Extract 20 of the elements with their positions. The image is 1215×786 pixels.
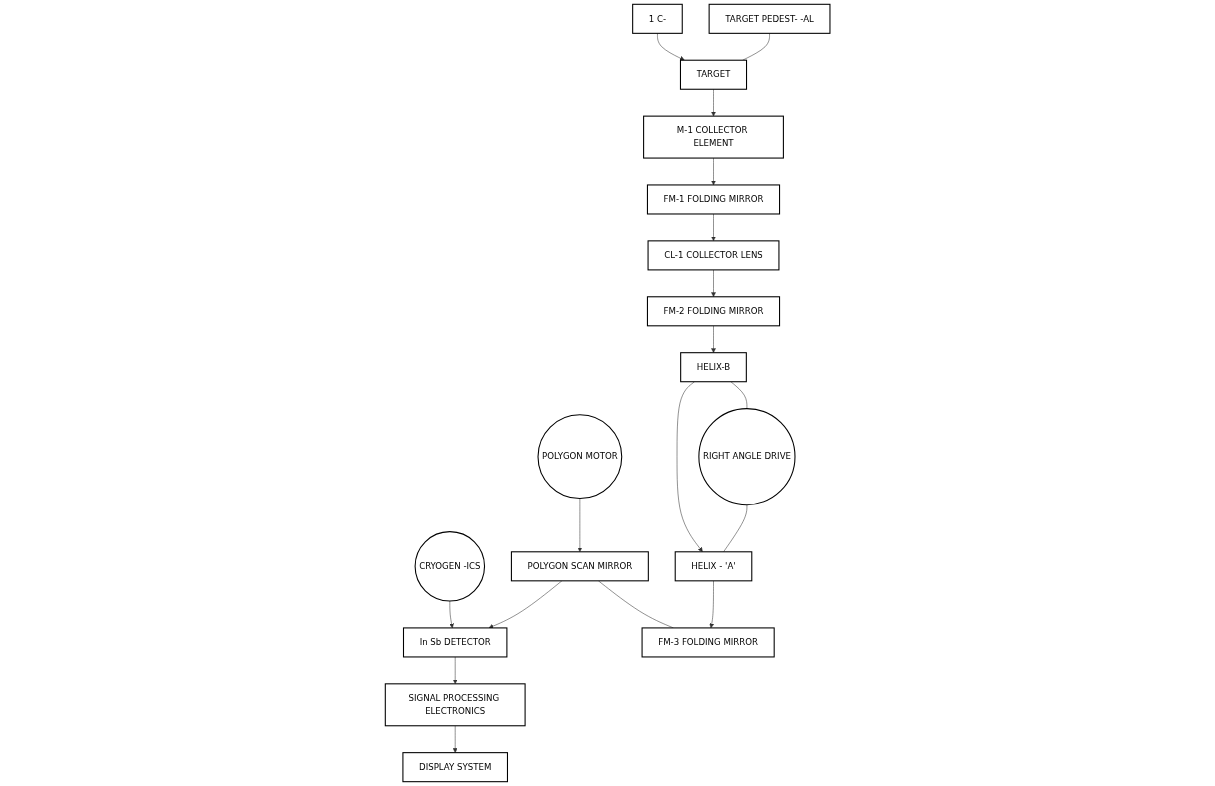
node-box: SIGNAL PROCESSING ELECTRONICS [384,683,526,727]
node-box: POLYGON SCAN MIRROR [510,551,649,582]
node-box: HELIX-B [680,352,747,383]
node-box: FM-3 FOLDING MIRROR [641,627,775,658]
node-box: M-1 COLLECTOR ELEMENT [642,115,784,159]
node-circle: RIGHT ANGLE DRIVE [698,408,796,506]
node-box: HELIX - 'A' [674,551,753,582]
node-box: FM-1 FOLDING MIRROR [646,184,780,215]
node-box: FM-2 FOLDING MIRROR [646,296,780,327]
connector [723,504,748,553]
connector [730,381,748,409]
node-box: CL-1 COLLECTOR LENS [647,240,780,271]
node-box: In Sb DETECTOR [402,627,508,658]
node-box: 1 C- [632,3,683,34]
node-circle: POLYGON MOTOR [537,414,623,500]
node-box: TARGET PEDEST- -AL [708,3,831,34]
node-box: TARGET [679,59,747,90]
node-circle: CRYOGEN -ICS [414,531,485,602]
connector [742,33,770,61]
node-box: DISPLAY SYSTEM [402,752,508,783]
